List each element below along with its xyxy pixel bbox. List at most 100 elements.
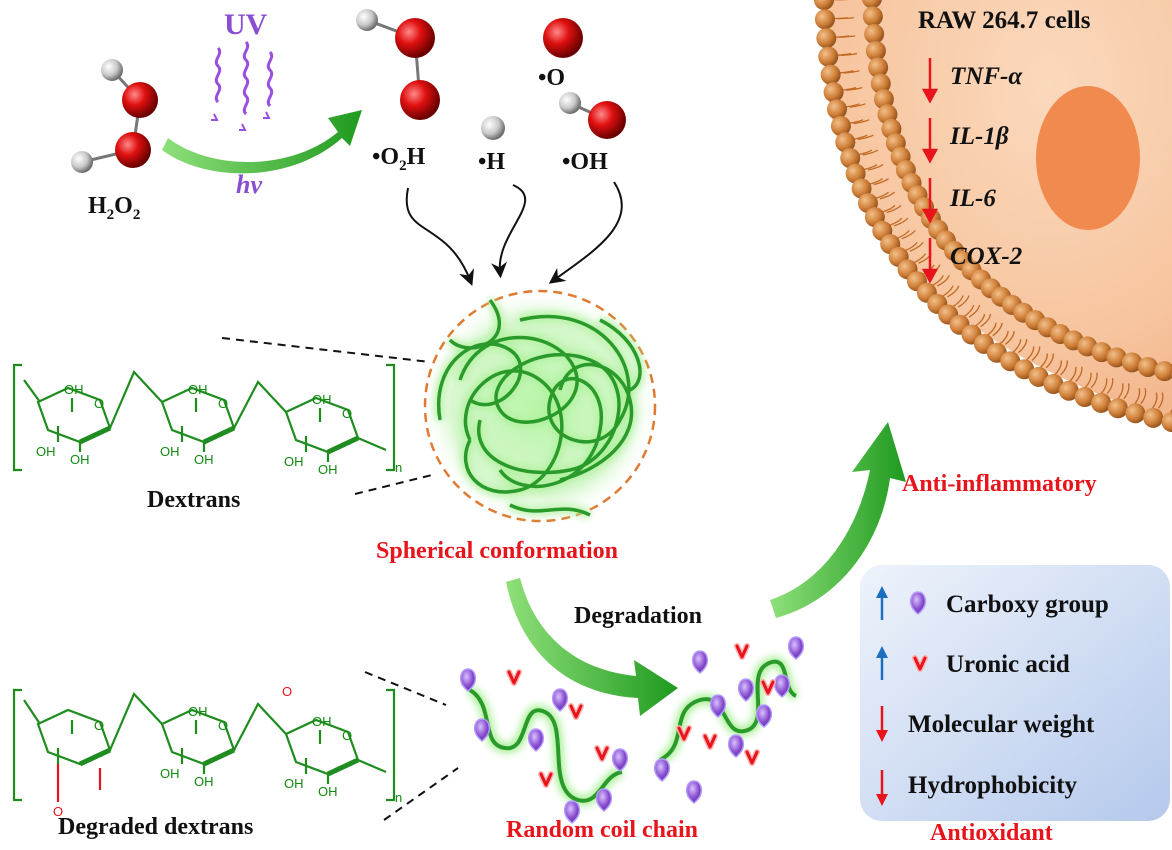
dextrans-label: Dextrans [147, 487, 241, 513]
random-coil-chain-1 [466, 685, 624, 806]
carboxy-group-icon [527, 728, 545, 752]
chem-atom-label: OH [194, 774, 214, 789]
uronic-acid-icon [763, 682, 773, 693]
reaction-arrow [162, 110, 362, 174]
chem-atom-label: OH [194, 452, 214, 467]
random-coil-chain-label: Random coil chain [506, 817, 699, 843]
chem-atom-label: O [342, 728, 352, 743]
sugar-ring-bold-edge [326, 435, 360, 455]
membrane-tail [986, 322, 997, 337]
uronic-acid-icon [571, 706, 581, 717]
uronic-acid-icon [541, 774, 551, 785]
membrane-tail [1090, 372, 1098, 389]
membrane-bead [1121, 352, 1142, 373]
membrane-tail [1039, 353, 1048, 369]
coil-strand [498, 314, 631, 489]
membrane-tail [1018, 338, 1028, 354]
membrane-tail [879, 191, 896, 200]
membrane-tail [1084, 372, 1092, 389]
glycosidic-bond [23, 370, 387, 452]
random-coil-chain-2 [657, 656, 799, 765]
membrane-bead [865, 40, 886, 61]
membrane-bead [845, 163, 866, 184]
uronic-acid-icon [747, 752, 757, 763]
legend-arrows [876, 586, 888, 806]
membrane-tail [980, 313, 992, 328]
cell-title: RAW 264.7 cells [918, 7, 1091, 34]
chem-atom-label: OH [284, 776, 304, 791]
membrane-bead [820, 64, 841, 85]
chem-atom-label: OH [188, 704, 208, 719]
membrane-tail [839, 35, 856, 38]
membrane-bead [1058, 380, 1079, 401]
chem-atom-label: OH [318, 784, 338, 799]
carboxy-group-icon [653, 758, 671, 782]
membrane-bead [840, 148, 861, 169]
legend-uronic-acid: Uronic acid [946, 651, 1070, 678]
membrane-bead [864, 23, 885, 44]
membrane-tail [992, 322, 1003, 337]
h-radical-label: •H [478, 149, 506, 175]
oh-radical-label: •OH [562, 149, 608, 175]
chem-atom-label: O [94, 396, 104, 411]
membrane-tail [1004, 330, 1015, 345]
membrane-bead [1143, 407, 1164, 428]
aldehyde-o: O [282, 684, 292, 699]
chem-atom-label: OH [312, 392, 332, 407]
coil-strand [509, 503, 591, 517]
membrane-bead [816, 28, 837, 49]
membrane-tail [862, 149, 879, 156]
membrane-tail [886, 204, 902, 214]
chem-atom-label: O [53, 804, 63, 819]
membrane-tail [893, 217, 909, 227]
membrane-tail [901, 229, 916, 240]
membrane-bead [835, 132, 856, 153]
membrane-tail [1069, 366, 1077, 382]
chem-atom-label: O [218, 718, 228, 733]
sugar-ring-bold-edge [202, 425, 236, 445]
o2h-radical-label: •O2H [372, 144, 426, 174]
membrane-tail [837, 17, 854, 20]
chem-atom-label: O [218, 396, 228, 411]
membrane-tail [873, 177, 889, 186]
membrane-tail [1012, 338, 1022, 354]
membrane-bead [870, 73, 891, 94]
chem-atom-label: OH [36, 444, 56, 459]
membrane-bead [823, 82, 844, 103]
uv-label: UV [224, 8, 268, 41]
h2o2-label: H2O2 [88, 193, 141, 223]
glycosidic-bond [23, 692, 387, 774]
membrane-tail [909, 241, 924, 252]
uronic-acid-icon [705, 736, 715, 747]
chem-atom-label: OH [318, 462, 338, 477]
membrane-bead [830, 116, 851, 137]
coil-strand [436, 342, 523, 421]
uronic-acid-icon [597, 748, 607, 759]
spherical-conformation-label: Spherical conformation [376, 538, 618, 564]
repeat-n: n [395, 460, 402, 475]
uronic-acid-icon [509, 672, 519, 683]
membrane-bead [873, 89, 894, 110]
radical-attack-arrows [405, 181, 623, 286]
membrane-tail [968, 304, 981, 318]
membrane-tail [1117, 383, 1124, 400]
marker-il-1beta: IL-1β [950, 123, 1009, 150]
degraded-dextrans-label: Degraded dextrans [58, 814, 254, 840]
carboxy-group-icon [691, 650, 709, 674]
uronic-acid-icon [737, 646, 747, 657]
membrane-tail [947, 285, 960, 298]
chem-atom-label: O [342, 406, 352, 421]
legend-carboxy-group: Carboxy group [946, 591, 1109, 618]
membrane-bead [1137, 356, 1158, 377]
membrane-tail [846, 86, 863, 92]
membrane-tail [1060, 360, 1068, 376]
marker-tnf-alpha: TNF-α [950, 63, 1023, 90]
legend-hydrophobicity: Hydrophobicity [908, 772, 1078, 799]
carboxy-group-icon [611, 748, 629, 772]
repeat-n: n [395, 790, 402, 805]
membrane-bead [1091, 392, 1112, 413]
coil-strand [599, 318, 642, 392]
degradation-arrow [506, 578, 678, 716]
